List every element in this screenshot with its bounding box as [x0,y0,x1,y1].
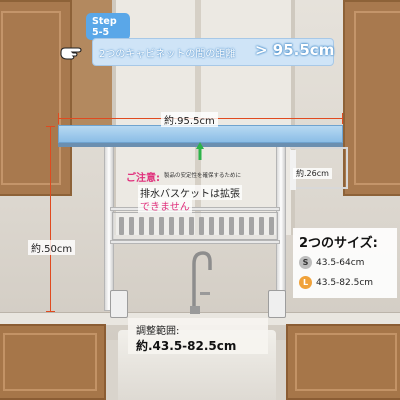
basket-slot [249,217,254,235]
dimension-tick [342,113,343,124]
basket-slot [239,217,244,235]
side-arm [290,147,348,189]
dimension-tick [46,126,55,127]
distance-banner: 2つのキャビネットの間の距離 > 95.5cm [92,38,334,66]
step-number: 5-5 [92,27,110,38]
rack-foot-left [110,290,128,318]
banner-value: > 95.5cm [255,41,335,59]
dimension-tick [46,311,55,312]
size-row-l: L 43.5-82.5cm [299,276,373,290]
size-range-s: 43.5-64cm [316,258,365,268]
sizes-title: 2つのサイズ: [299,236,378,251]
caution-small-note: 製品の安定性を確保するために [164,173,242,179]
basket-slot [189,217,194,235]
basket-slot [269,217,274,235]
rack-crossbar [110,207,280,211]
sizes-panel: 2つのサイズ: S 43.5-64cm L 43.5-82.5cm [293,228,397,298]
caution-line-1: 排水バスケットは拡張 [138,185,242,200]
adjust-label: 調整範囲: [136,326,180,337]
basket-slot [259,217,264,235]
rack-crossbar [110,240,280,244]
adjust-range-box: 調整範囲: 約.43.5-82.5cm [128,318,268,354]
step-tag: Step 5-5 [86,13,130,40]
caution-line-2: できません [138,198,192,213]
up-arrow-icon [196,142,204,160]
adjust-range: 約.43.5-82.5cm [136,339,237,353]
basket-slot [229,217,234,235]
upper-cabinet-right [343,0,400,196]
basket-slot [139,217,144,235]
basket-slot [219,217,224,235]
size-badge-s: S [299,256,312,269]
depth-label: 約.26cm [293,168,332,179]
basket-slot [159,217,164,235]
basket-slot [129,217,134,235]
upper-cabinet-left [0,0,72,196]
basket-slot [199,217,204,235]
caution-title: ご注意: [126,173,160,184]
step-label: Step [92,16,117,27]
caution-note: ご注意: 製品の安定性を確保するために 排水バスケットは拡張 できません [122,165,272,213]
banner-text: 2つのキャビネットの間の距離 [99,49,236,60]
height-label: 約.50cm [28,240,76,255]
basket-slot [169,217,174,235]
basket-slot [119,217,124,235]
basket-slot [149,217,154,235]
size-range-l: 43.5-82.5cm [316,278,374,288]
lower-cabinet-right [286,324,400,400]
basket-slot [209,217,214,235]
height-dimension-line [50,126,51,311]
size-row-s: S 43.5-64cm [299,256,364,270]
lower-cabinet-left [0,324,106,400]
rack-foot-right [268,290,286,318]
faucet-icon [190,251,212,314]
drain-basket [112,212,278,240]
size-badge-l: L [299,276,312,289]
width-label: 約.95.5cm [161,112,218,127]
basket-slot [179,217,184,235]
dimension-tick [58,113,59,124]
pointing-hand-icon [60,47,82,60]
